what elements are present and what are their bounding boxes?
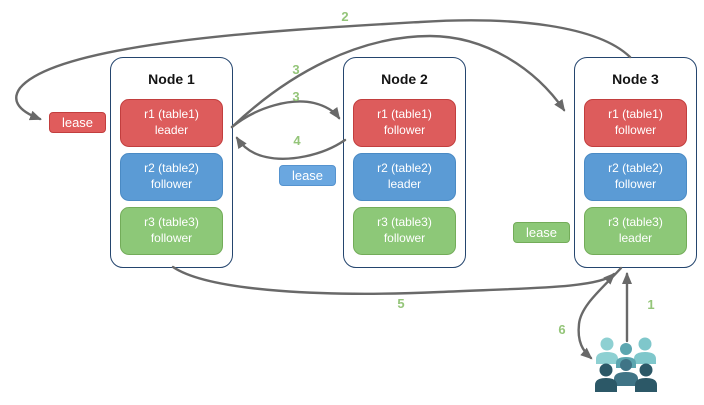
arrow-6-path bbox=[577, 266, 623, 360]
replica-role: follower bbox=[614, 123, 657, 137]
replica-name: r1 (table1) bbox=[144, 107, 199, 122]
node3-replica-r3: r3 (table3) leader bbox=[584, 207, 687, 255]
users-group-icon bbox=[595, 337, 657, 392]
replica-role: follower bbox=[150, 231, 193, 245]
replica-role: leader bbox=[154, 123, 189, 137]
node1-replica-r1: r1 (table1) leader bbox=[120, 99, 223, 147]
replica-role: follower bbox=[383, 123, 426, 137]
node3-replica-r2: r2 (table2) follower bbox=[584, 153, 687, 201]
replica-role: follower bbox=[614, 177, 657, 191]
arrow-label-4: 4 bbox=[293, 133, 301, 148]
node-3: Node 3 r1 (table1) follower r2 (table2) … bbox=[574, 57, 697, 268]
node3-replica-r1: r1 (table1) follower bbox=[584, 99, 687, 147]
replica-role: leader bbox=[618, 231, 653, 245]
arrow-3-to-node2-path bbox=[230, 100, 341, 129]
replica-role: leader bbox=[387, 177, 422, 191]
arrow-label-3b: 3 bbox=[292, 89, 300, 104]
arrow-label-1: 1 bbox=[647, 297, 655, 312]
node1-replica-r2: r2 (table2) follower bbox=[120, 153, 223, 201]
lease-label-red: lease bbox=[49, 112, 106, 133]
node1-replica-r3: r3 (table3) follower bbox=[120, 207, 223, 255]
node2-replica-r1: r1 (table1) follower bbox=[353, 99, 456, 147]
node-title: Node 2 bbox=[381, 71, 428, 87]
replica-name: r3 (table3) bbox=[377, 215, 432, 230]
arrow-label-3a: 3 bbox=[292, 62, 300, 77]
arrow-5-path bbox=[171, 265, 616, 295]
replica-role: follower bbox=[383, 231, 426, 245]
replica-name: r2 (table2) bbox=[608, 161, 663, 176]
arrow-label-2: 2 bbox=[341, 9, 349, 24]
replica-name: r1 (table1) bbox=[608, 107, 663, 122]
node-2: Node 2 r1 (table1) follower r2 (table2) … bbox=[343, 57, 466, 268]
node-1: Node 1 r1 (table1) leader r2 (table2) fo… bbox=[110, 57, 233, 268]
node2-replica-r2: r2 (table2) leader bbox=[353, 153, 456, 201]
replica-name: r3 (table3) bbox=[144, 215, 199, 230]
lease-label-green: lease bbox=[513, 222, 570, 243]
replica-name: r2 (table2) bbox=[144, 161, 199, 176]
arrow-label-6: 6 bbox=[558, 322, 566, 337]
node2-replica-r3: r3 (table3) follower bbox=[353, 207, 456, 255]
node-title: Node 1 bbox=[148, 71, 195, 87]
node-title: Node 3 bbox=[612, 71, 659, 87]
replica-role: follower bbox=[150, 177, 193, 191]
arrow-2-path bbox=[15, 19, 632, 121]
lease-label-blue: lease bbox=[279, 165, 336, 186]
replica-name: r3 (table3) bbox=[608, 215, 663, 230]
replica-name: r2 (table2) bbox=[377, 161, 432, 176]
arrow-label-5: 5 bbox=[397, 296, 405, 311]
replica-name: r1 (table1) bbox=[377, 107, 432, 122]
